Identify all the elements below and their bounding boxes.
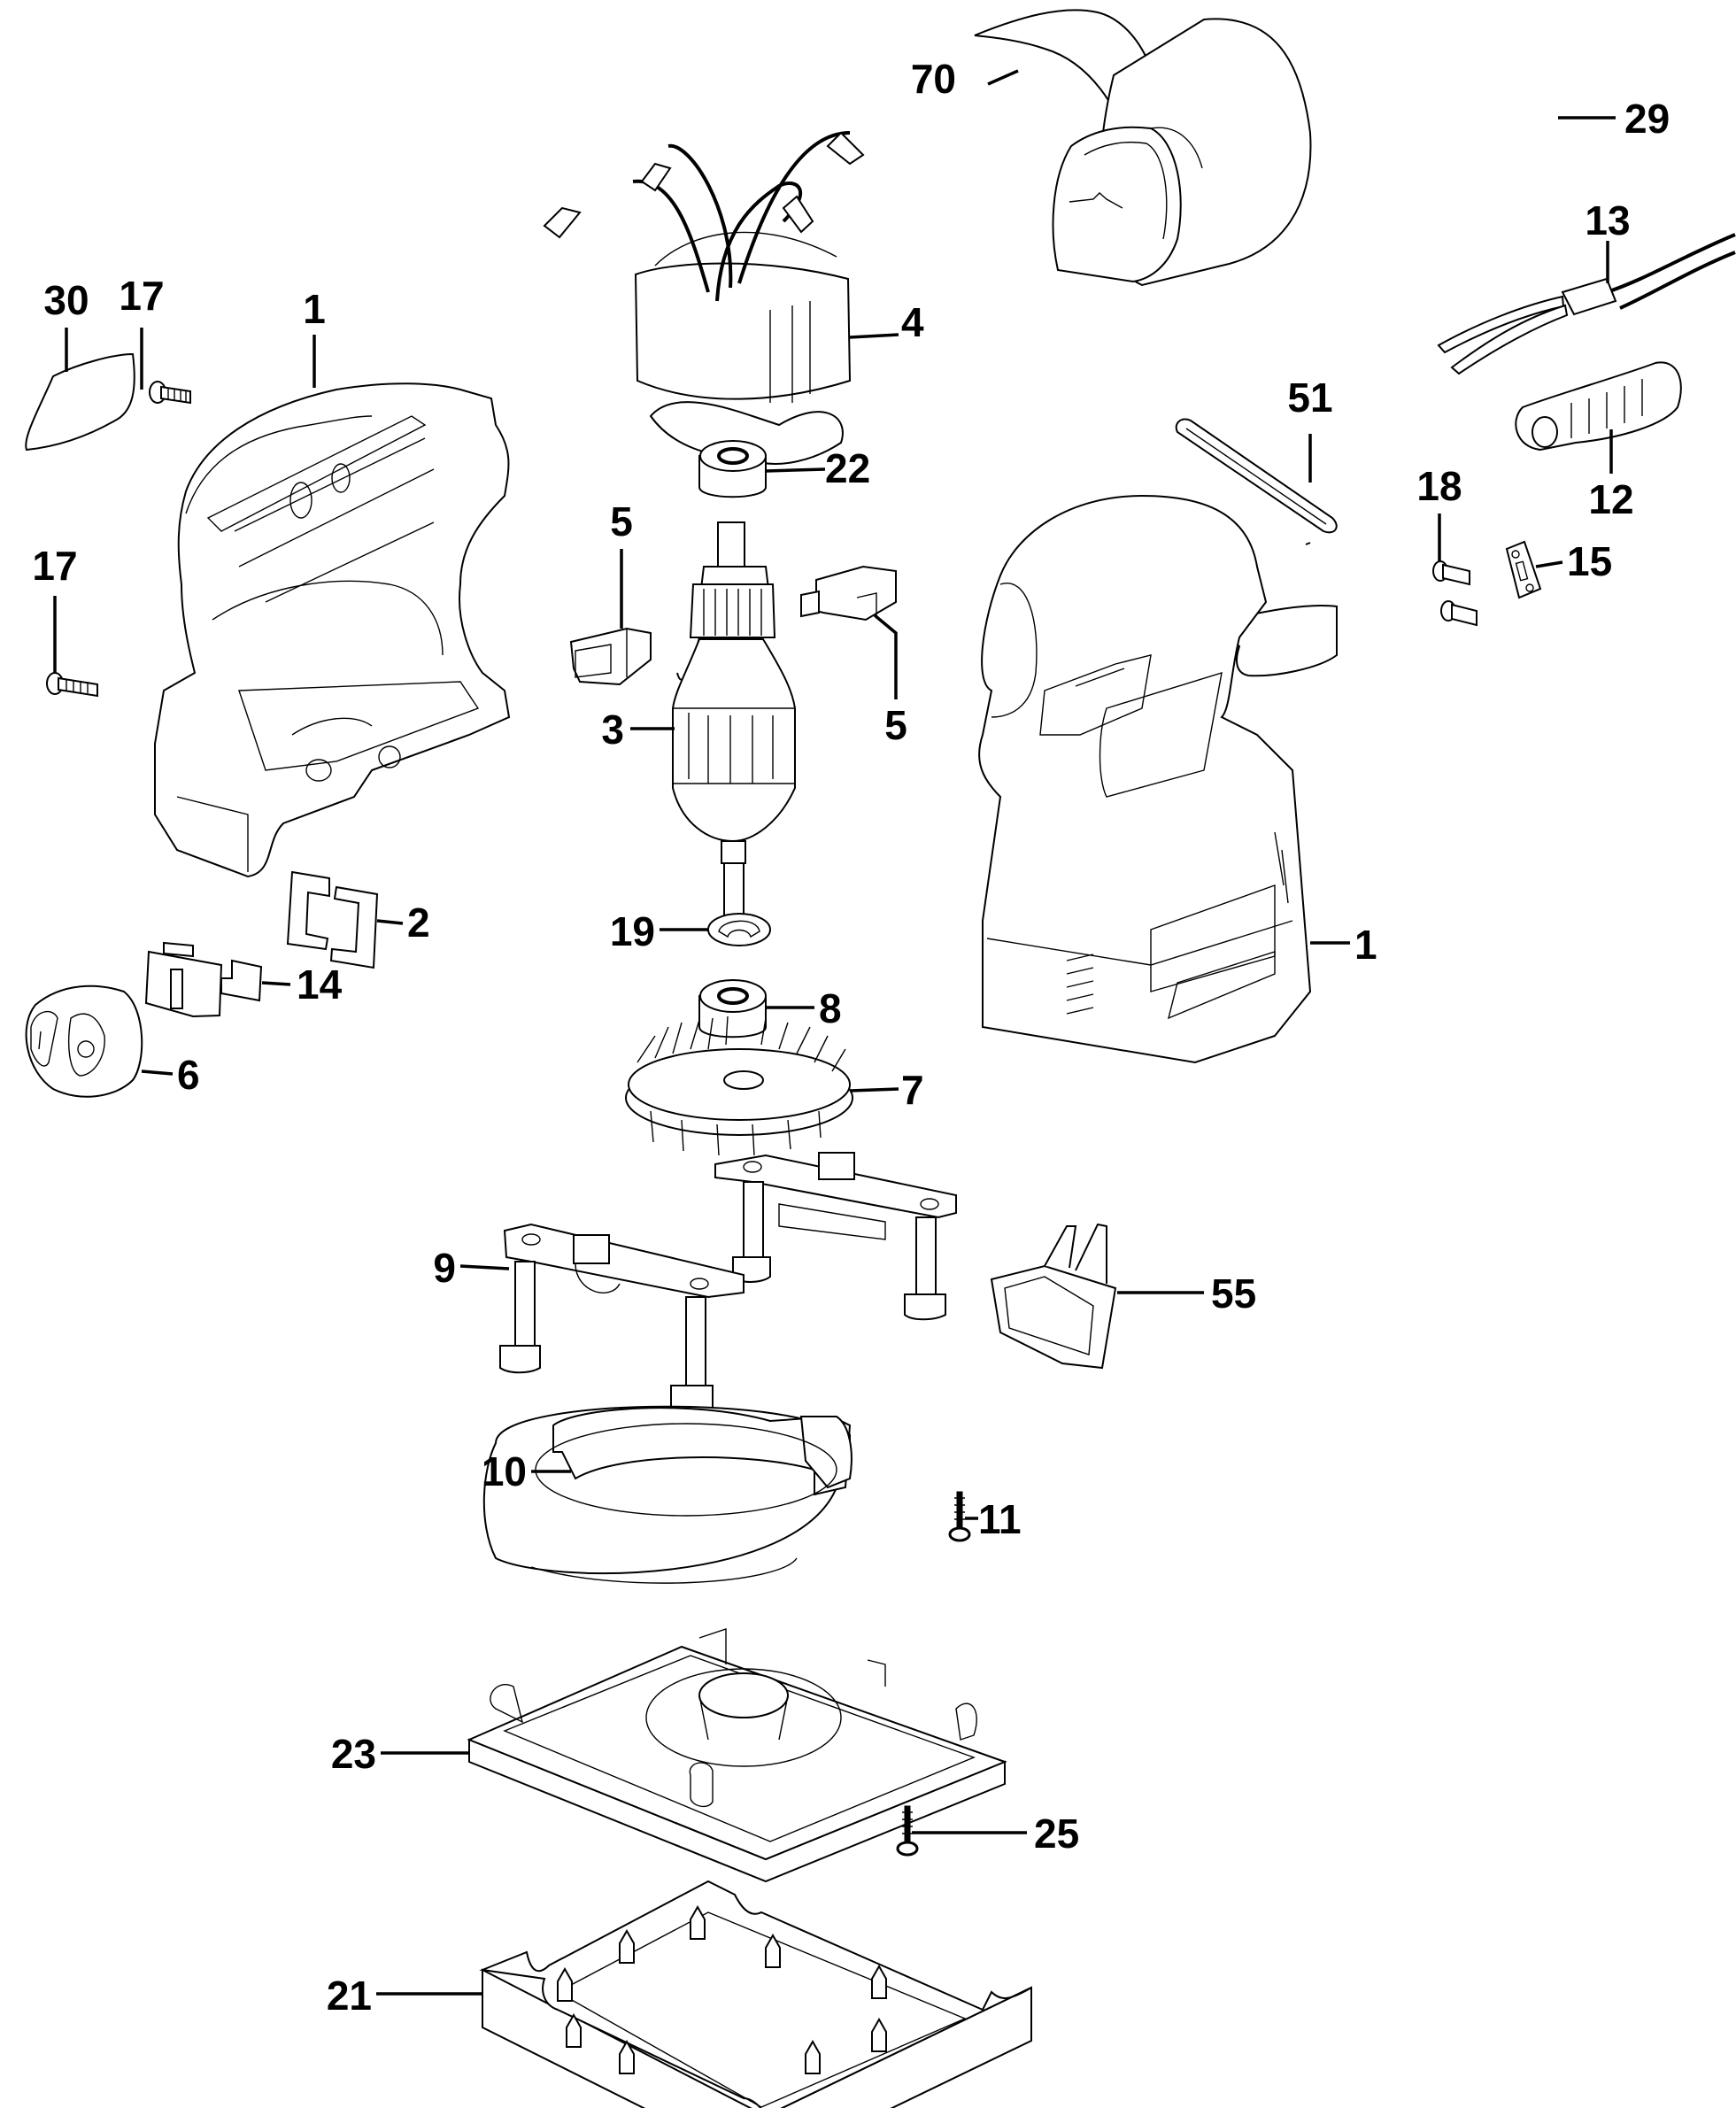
leader-70 — [987, 69, 1019, 86]
callout-22: 22 — [825, 445, 870, 491]
part-1-housing-right — [978, 494, 1312, 1064]
leader-4 — [849, 333, 899, 339]
callout-51: 51 — [1287, 374, 1332, 421]
part-5-brush-holder-left — [569, 627, 652, 686]
part-5-brush-holder-right — [800, 565, 897, 622]
callout-12: 12 — [1588, 476, 1633, 522]
callout-7: 7 — [901, 1067, 924, 1113]
part-55-dust-port-adapter — [990, 1223, 1117, 1370]
part-13-cord — [1437, 233, 1736, 375]
leader-14 — [261, 981, 291, 986]
callout-29: 29 — [1624, 96, 1670, 142]
part-8-bearing — [698, 979, 767, 1039]
callout-11: 11 — [978, 1496, 1022, 1542]
callout-6: 6 — [177, 1052, 200, 1098]
part-17-screw-left — [46, 672, 98, 698]
callout-30: 30 — [43, 277, 89, 323]
leader-9 — [459, 1264, 510, 1270]
callout-8: 8 — [819, 985, 842, 1031]
part-3-armature — [672, 521, 796, 930]
leader-15 — [1535, 560, 1563, 568]
callout-17-left: 17 — [32, 543, 77, 589]
part-21-platen-pad — [479, 1880, 1032, 2108]
callout-1-right: 1 — [1354, 922, 1377, 968]
part-15-cord-clamp — [1305, 540, 1542, 599]
part-29-dust-canister — [1052, 18, 1312, 287]
callout-1-left: 1 — [303, 286, 326, 332]
callout-55: 55 — [1211, 1270, 1256, 1317]
callout-18: 18 — [1416, 463, 1462, 509]
callout-10: 10 — [482, 1448, 527, 1494]
callout-9: 9 — [433, 1245, 456, 1291]
leader-2 — [376, 919, 404, 925]
leader-6 — [141, 1069, 174, 1076]
part-7-fan — [625, 1015, 853, 1156]
callout-21: 21 — [327, 1973, 372, 2019]
callout-4: 4 — [901, 299, 924, 345]
part-19-retaining-ring — [707, 913, 771, 946]
part-1-housing-left — [154, 382, 511, 878]
leader-5b — [873, 614, 898, 699]
part-9-support-leg-rear — [714, 1152, 957, 1321]
callout-5-left: 5 — [610, 498, 633, 544]
part-18-screws — [1432, 560, 1478, 627]
leader-22 — [765, 467, 826, 473]
callout-25: 25 — [1034, 1811, 1079, 1857]
leader-7 — [849, 1087, 899, 1093]
part-30-label — [25, 352, 135, 452]
part-2-clamp-brackets — [286, 870, 379, 969]
callout-13: 13 — [1585, 197, 1630, 243]
callout-14: 14 — [297, 961, 343, 1008]
callout-23: 23 — [331, 1731, 376, 1777]
part-6-switch-cap — [25, 985, 143, 1098]
callout-2: 2 — [407, 900, 430, 946]
callout-15: 15 — [1567, 538, 1612, 584]
part-22-bearing — [698, 440, 767, 498]
part-4-field-stator — [543, 131, 865, 465]
part-17-screw-top — [149, 381, 191, 405]
callout-17-top: 17 — [119, 273, 164, 319]
part-14-switch — [144, 941, 263, 1018]
part-23-platen — [467, 1628, 1007, 1883]
callout-5-right: 5 — [884, 702, 907, 748]
callout-3: 3 — [601, 707, 624, 753]
part-12-cord-protector — [1515, 361, 1682, 452]
part-9-support-leg-front — [499, 1223, 745, 1414]
callout-70: 70 — [911, 56, 956, 102]
part-11-screw — [948, 1491, 971, 1542]
part-10-fan-baffle — [482, 1405, 853, 1584]
callout-19: 19 — [610, 908, 655, 954]
part-51-seal — [1175, 418, 1338, 534]
part-25-screw — [896, 1805, 919, 1857]
